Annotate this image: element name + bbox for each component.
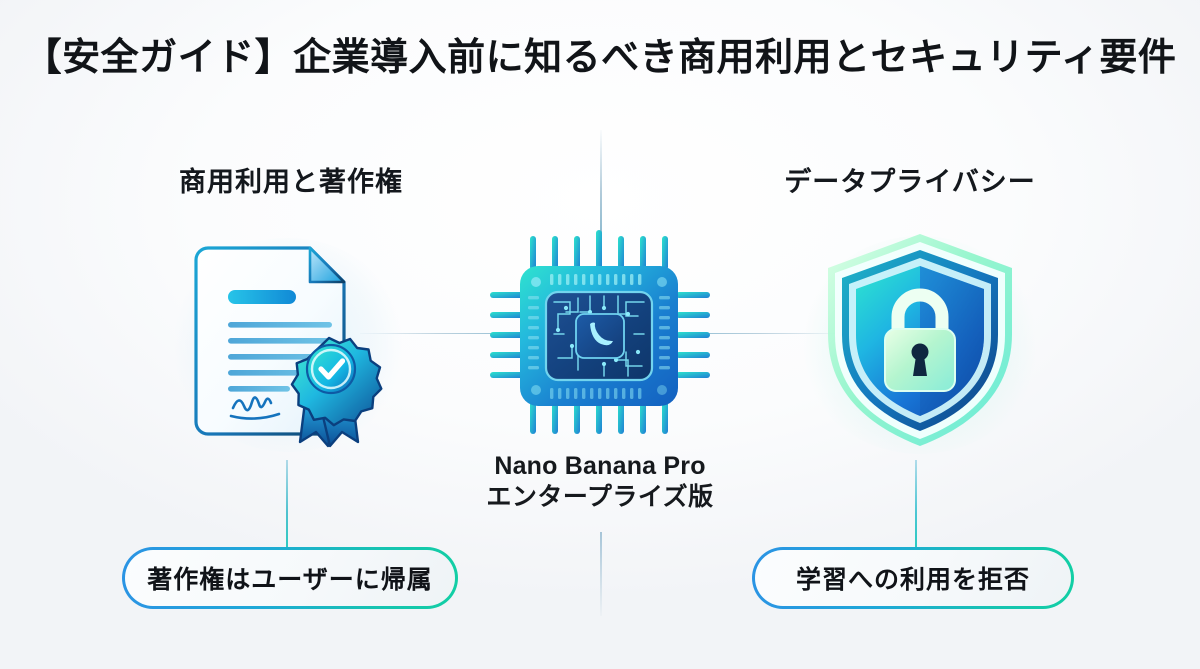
badge-right-label: 学習への利用を拒否 bbox=[795, 566, 1030, 594]
badge-refuse-training-use[interactable]: 学習への利用を拒否 bbox=[752, 547, 1074, 609]
connector-line-right-down bbox=[915, 460, 917, 548]
badge-left-label: 著作権はユーザーに帰属 bbox=[147, 566, 433, 594]
connector-line-left-down bbox=[286, 460, 288, 548]
chip-banana-icon bbox=[478, 218, 722, 452]
badge-right-inner: 学習への利用を拒否 bbox=[754, 549, 1072, 607]
connector-line-bottom bbox=[600, 532, 602, 616]
badge-left-inner: 著作権はユーザーに帰属 bbox=[124, 549, 456, 607]
connector-line-right-horizontal bbox=[702, 333, 842, 335]
connector-line-left-horizontal bbox=[360, 333, 500, 335]
center-label-line2: エンタープライズ版 bbox=[486, 482, 714, 511]
section-heading-commercial-use: 商用利用と著作権 bbox=[179, 167, 403, 197]
center-product-label: Nano Banana Pro エンタープライズ版 bbox=[420, 452, 780, 512]
connector-line-top bbox=[600, 130, 602, 246]
center-label-line1: Nano Banana Pro bbox=[494, 452, 706, 480]
page-title: 【安全ガイド】企業導入前に知るべき商用利用とセキュリティ要件 bbox=[23, 37, 1177, 79]
document-certificate-icon bbox=[176, 228, 400, 452]
shield-lock-icon bbox=[806, 226, 1034, 454]
section-heading-data-privacy: データプライバシー bbox=[784, 167, 1036, 197]
badge-copyright-belongs-to-user[interactable]: 著作権はユーザーに帰属 bbox=[122, 547, 458, 609]
